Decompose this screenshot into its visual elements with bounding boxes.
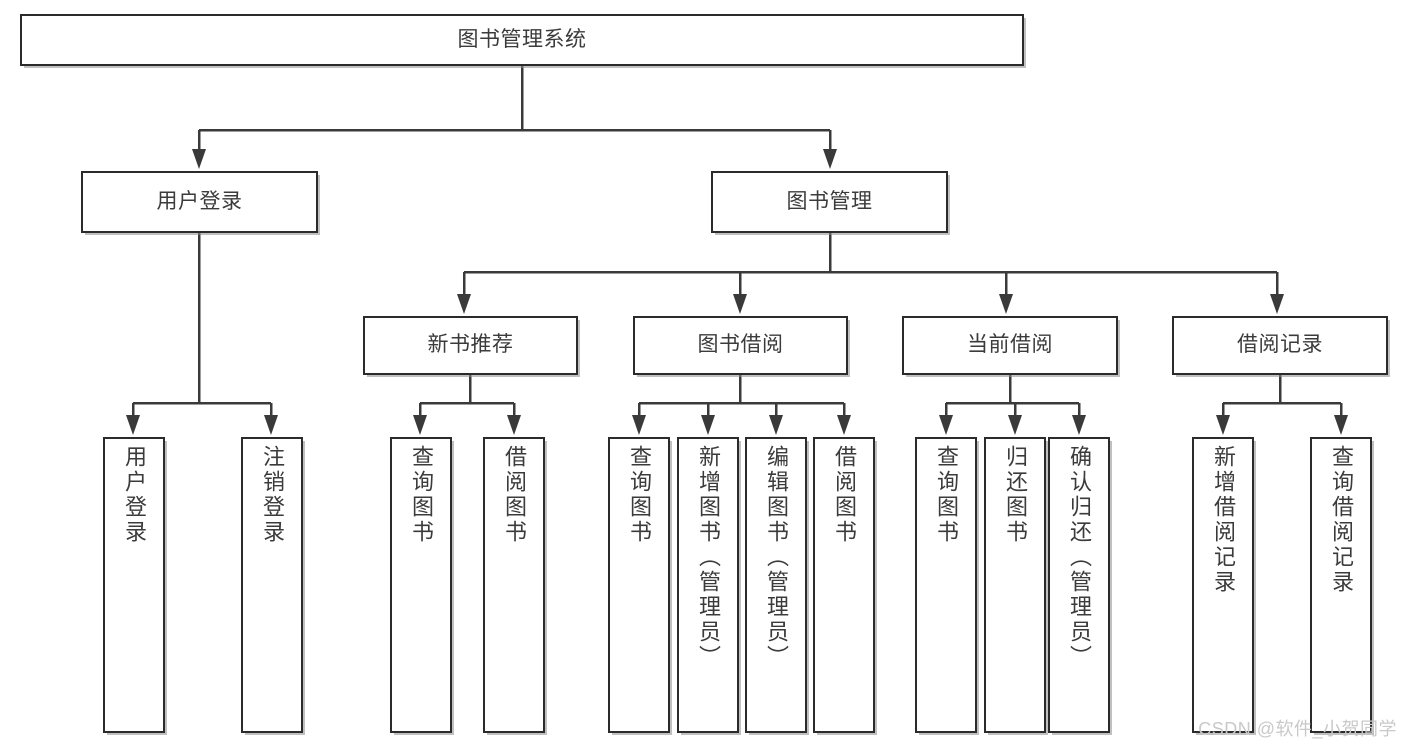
node-leaf-logout[interactable]: 注销登录 — [241, 437, 303, 733]
node-leaf-search-book-borrow[interactable]: 查询图书 — [608, 437, 670, 733]
node-label-book-management: 图书管理 — [786, 189, 873, 213]
node-book-borrow[interactable]: 图书借阅 — [633, 316, 848, 375]
node-label-leaf-logout: 注销登录 — [260, 445, 285, 545]
c-cb-to-leaf3-head — [1072, 415, 1086, 435]
c-bb-to-leaf4-head — [837, 415, 851, 435]
c-bm-to-current-head — [999, 294, 1013, 314]
c-cb-to-leaf2-head — [1008, 415, 1022, 435]
node-leaf-confirm-return-admin[interactable]: 确认归还（管理员） — [1048, 437, 1110, 733]
node-label-leaf-user-login: 用户登录 — [122, 445, 147, 545]
node-label-leaf-borrow-book: 借阅图书 — [832, 445, 857, 545]
node-leaf-add-book-admin[interactable]: 新增图书（管理员） — [677, 437, 739, 733]
node-root[interactable]: 图书管理系统 — [20, 14, 1024, 66]
node-label-leaf-edit-book-admin: 编辑图书（管理员） — [764, 445, 789, 670]
c-ul-to-leaf2-head — [264, 415, 278, 435]
c-bb-to-leaf2-head — [701, 415, 715, 435]
node-leaf-search-book-recommend[interactable]: 查询图书 — [390, 437, 452, 733]
node-user-login[interactable]: 用户登录 — [81, 171, 318, 233]
node-label-leaf-return-book: 归还图书 — [1003, 445, 1028, 545]
c-ul-to-leaf1-head — [126, 415, 140, 435]
node-label-leaf-confirm-return-admin: 确认归还（管理员） — [1067, 445, 1092, 670]
c-bb-to-leaf3-head — [769, 415, 783, 435]
node-label-leaf-search-book-recommend: 查询图书 — [409, 445, 434, 545]
c-br-to-leaf2-head — [1334, 415, 1348, 435]
c-bb-to-leaf1-head — [632, 415, 646, 435]
c-bm-to-records-head — [1270, 294, 1284, 314]
node-label-new-book-recommend: 新书推荐 — [427, 333, 514, 357]
node-label-leaf-borrow-book-recommend: 借阅图书 — [502, 445, 527, 545]
c-bm-to-borrow-head — [733, 294, 747, 314]
node-label-current-borrow: 当前借阅 — [967, 333, 1053, 357]
node-leaf-user-login[interactable]: 用户登录 — [103, 437, 165, 733]
node-leaf-add-borrow-record[interactable]: 新增借阅记录 — [1192, 437, 1254, 733]
node-label-borrow-records: 借阅记录 — [1237, 333, 1323, 357]
node-leaf-search-borrow-record[interactable]: 查询借阅记录 — [1310, 437, 1372, 733]
node-leaf-return-book[interactable]: 归还图书 — [984, 437, 1046, 733]
node-label-user-login: 用户登录 — [156, 189, 243, 213]
c-cb-to-leaf1-head — [939, 415, 953, 435]
c-root-to-book-management-head — [823, 149, 837, 169]
c-root-to-user-login-head — [192, 149, 206, 169]
c-br-to-leaf1-head — [1216, 415, 1230, 435]
node-leaf-borrow-book-recommend[interactable]: 借阅图书 — [483, 437, 545, 733]
node-label-book-borrow: 图书借阅 — [697, 333, 784, 357]
c-rec-to-leaf1-head — [413, 415, 427, 435]
node-label-leaf-search-borrow-record: 查询借阅记录 — [1329, 445, 1354, 595]
node-label-root: 图书管理系统 — [457, 27, 587, 51]
node-book-management[interactable]: 图书管理 — [711, 171, 948, 233]
node-leaf-search-book-current[interactable]: 查询图书 — [915, 437, 977, 733]
c-bm-to-recommend-head — [457, 294, 471, 314]
node-borrow-records[interactable]: 借阅记录 — [1172, 316, 1388, 375]
node-new-book-recommend[interactable]: 新书推荐 — [363, 316, 578, 375]
node-leaf-borrow-book[interactable]: 借阅图书 — [813, 437, 875, 733]
node-label-leaf-add-book-admin: 新增图书（管理员） — [696, 445, 721, 670]
node-label-leaf-search-book-current: 查询图书 — [934, 445, 959, 545]
c-rec-to-leaf2-head — [507, 415, 521, 435]
node-leaf-edit-book-admin[interactable]: 编辑图书（管理员） — [745, 437, 807, 733]
node-current-borrow[interactable]: 当前借阅 — [902, 316, 1118, 375]
node-label-leaf-search-book-borrow: 查询图书 — [627, 445, 652, 545]
node-label-leaf-add-borrow-record: 新增借阅记录 — [1211, 445, 1236, 595]
